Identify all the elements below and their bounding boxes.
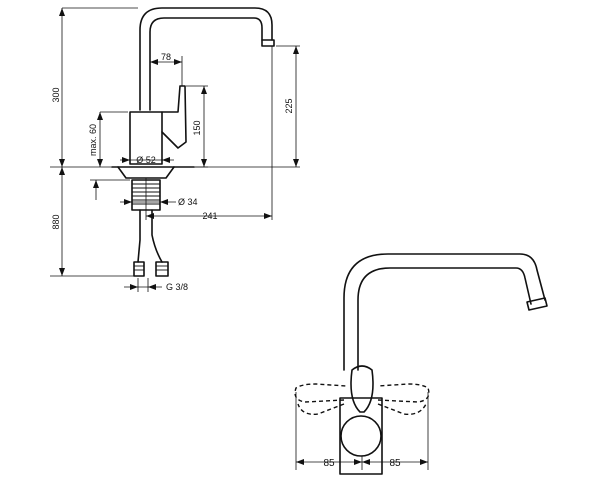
- dim-shank-diameter: Ø 34: [178, 197, 198, 207]
- front-spout-outline: [343, 253, 546, 371]
- dim-reach: 241: [202, 211, 217, 221]
- dim-right-swing: 85: [389, 458, 401, 469]
- front-lever: [350, 365, 374, 413]
- front-spout-inner: [357, 267, 532, 371]
- dim-total-height: 300: [51, 87, 61, 102]
- base-plate: [117, 166, 175, 179]
- front-body: [339, 397, 383, 475]
- hose-fitting-left: [133, 261, 145, 277]
- spout-outline: [139, 7, 273, 111]
- hose-right: [151, 209, 163, 263]
- dim-spout-height: 225: [284, 98, 294, 113]
- front-view-dimensions: 85 85: [295, 392, 429, 470]
- hose-left: [137, 209, 141, 263]
- front-cartridge: [340, 415, 382, 457]
- lever-handle: [161, 85, 187, 149]
- spout-inner-outline: [149, 17, 263, 111]
- side-view-dimensions: 300 max. 60 78 150 225 Ø 52: [50, 7, 300, 292]
- faucet-body: [129, 111, 163, 165]
- dim-left-swing: 85: [323, 458, 335, 469]
- aerator: [261, 39, 275, 47]
- dim-handle-offset: 78: [161, 52, 171, 62]
- side-view-faucet: [111, 7, 275, 277]
- handle-swing-left: [294, 383, 347, 403]
- dim-handle-height: 150: [192, 120, 202, 135]
- dim-thread: G 3/8: [166, 282, 188, 292]
- front-view-faucet: [294, 253, 548, 475]
- dim-hose-length: 880: [51, 214, 61, 229]
- front-aerator: [526, 297, 548, 311]
- handle-swing-right: [377, 383, 430, 403]
- hose-fitting-right: [155, 261, 169, 277]
- dim-max-height: max. 60: [88, 124, 98, 156]
- dim-base-diameter: Ø 52: [136, 155, 156, 165]
